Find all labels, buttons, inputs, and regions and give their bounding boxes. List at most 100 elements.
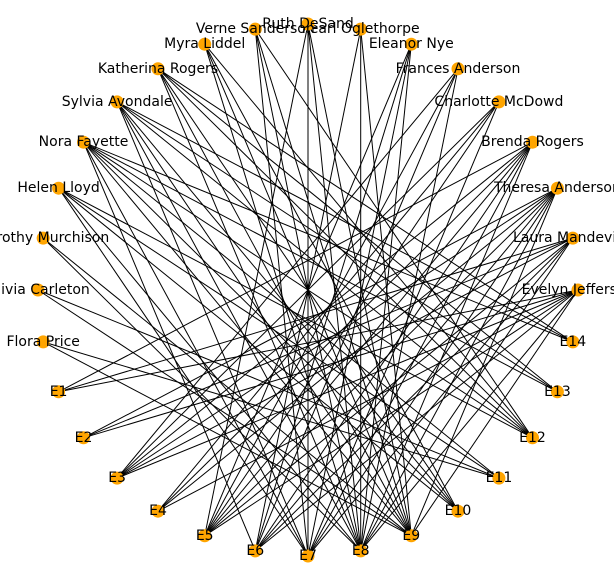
node-label: E3 (108, 470, 126, 486)
edge-nora-fayette-e14 (83, 141, 573, 343)
node-dot (36, 231, 50, 245)
edge-laura-mandeville-e5 (204, 237, 574, 537)
node-label: E2 (75, 430, 93, 446)
node-label: Ruth DeSand (262, 16, 353, 32)
edge-theresa-anderson-e6 (254, 187, 558, 552)
node-dot (77, 135, 90, 149)
edge-katherina-rogers-e12 (157, 68, 533, 439)
edge-evelyn-jefferson-e6 (254, 289, 579, 552)
edge-eleanor-nye-e7 (307, 44, 412, 557)
node-dot (354, 544, 368, 558)
node-ruth-desand: Ruth DeSand (262, 16, 353, 32)
node-e3: E3 (108, 470, 126, 486)
edge-eleanor-nye-e8 (360, 44, 412, 551)
edge-nora-fayette-e10 (83, 141, 459, 512)
node-dot (198, 37, 212, 51)
edge-brenda-rogers-e3 (116, 141, 533, 479)
edge-pearl-oglethorpe-e9 (360, 29, 412, 536)
node-dot (52, 181, 66, 195)
edge-nora-fayette-e13 (83, 141, 558, 393)
node-label: E9 (402, 528, 420, 544)
node-dot (492, 95, 506, 109)
node-dot (526, 135, 539, 149)
node-label: Evelyn Jefferson (522, 282, 614, 298)
node-dot (404, 529, 418, 543)
node-dot (451, 504, 465, 518)
node-dot (571, 283, 585, 297)
node-label: E4 (149, 503, 167, 519)
node-label: Sylvia Avondale (62, 94, 173, 110)
edge-theresa-anderson-e2 (83, 187, 558, 439)
node-sylvia-avondale: Sylvia Avondale (62, 94, 173, 110)
node-e12: E12 (519, 430, 546, 446)
edge-sylvia-avondale-e13 (116, 101, 558, 393)
node-olivia-carleton: Olivia Carleton (0, 282, 90, 298)
node-dot (301, 17, 315, 31)
edge-olivia-carleton-e11 (37, 289, 500, 479)
edge-charlotte-mcdowd-e7 (307, 101, 500, 557)
edge-myra-liddel-e12 (204, 43, 533, 439)
node-evelyn-jefferson: Evelyn Jefferson (522, 282, 614, 298)
node-label: Charlotte McDowd (434, 94, 563, 110)
node-dot (550, 181, 564, 195)
edge-frances-anderson-e3 (116, 68, 459, 479)
node-label: Verne Sanderson (196, 21, 315, 37)
node-brenda-rogers: Brenda Rogers (481, 134, 584, 150)
node-pearl-oglethorpe: Pearl Oglethorpe (302, 21, 420, 37)
node-e5: E5 (196, 528, 214, 544)
node-dot (110, 95, 124, 109)
node-flora-price: Flora Price (6, 334, 79, 350)
node-dot (550, 385, 564, 399)
node-label: Eleanor Nye (369, 36, 454, 52)
edge-dorothy-murchison-e9 (42, 237, 412, 537)
node-label: Dorothy Murchison (0, 230, 109, 246)
node-dot (151, 62, 165, 76)
node-theresa-anderson: Theresa Anderson (493, 180, 614, 196)
edge-verne-sanderson-e12 (254, 28, 533, 439)
node-dot (451, 62, 465, 76)
edge-frances-anderson-e6 (254, 68, 459, 552)
edge-verne-sanderson-e9 (254, 28, 412, 536)
node-label: E12 (519, 430, 546, 446)
edge-frances-anderson-e8 (360, 68, 459, 551)
node-dot (404, 37, 418, 51)
node-dot (492, 471, 506, 485)
node-label: Pearl Oglethorpe (302, 21, 420, 37)
node-e14: E14 (559, 334, 586, 350)
node-label: E6 (246, 543, 264, 559)
node-dot (526, 431, 539, 445)
edge-sylvia-avondale-e9 (116, 101, 412, 537)
edge-olivia-carleton-e9 (37, 289, 412, 537)
edge-brenda-rogers-e5 (204, 141, 533, 537)
edge-helen-lloyd-e8 (58, 187, 362, 552)
edge-ruth-desand-e9 (307, 23, 412, 536)
node-label: Katherina Rogers (98, 61, 218, 77)
edge-brenda-rogers-e4 (157, 141, 533, 512)
edge-sylvia-avondale-e7 (116, 101, 309, 557)
node-dot (77, 431, 90, 445)
edge-helen-lloyd-e11 (58, 187, 500, 479)
node-helen-lloyd: Helen Lloyd (17, 180, 99, 196)
node-e7: E7 (299, 548, 317, 564)
node-label: Helen Lloyd (17, 180, 99, 196)
node-label: Myra Liddel (164, 36, 245, 52)
node-e4: E4 (149, 503, 167, 519)
node-katherina-rogers: Katherina Rogers (98, 61, 218, 77)
node-label: Olivia Carleton (0, 282, 90, 298)
node-dorothy-murchison: Dorothy Murchison (0, 230, 109, 246)
node-eleanor-nye: Eleanor Nye (369, 36, 454, 52)
node-label: E8 (352, 543, 370, 559)
node-dot (248, 544, 262, 558)
node-e1: E1 (50, 384, 68, 400)
edge-laura-mandeville-e7 (307, 237, 574, 557)
edge-nora-fayette-e7 (83, 141, 309, 557)
edge-myra-liddel-e8 (204, 44, 362, 552)
edge-myra-liddel-e10 (204, 43, 459, 512)
node-myra-liddel: Myra Liddel (164, 36, 245, 52)
edge-brenda-rogers-e1 (58, 141, 533, 393)
edge-katherina-rogers-e13 (157, 68, 558, 393)
edge-helen-lloyd-e10 (58, 187, 459, 512)
edge-flora-price-e11 (43, 341, 500, 479)
node-e13: E13 (544, 384, 571, 400)
